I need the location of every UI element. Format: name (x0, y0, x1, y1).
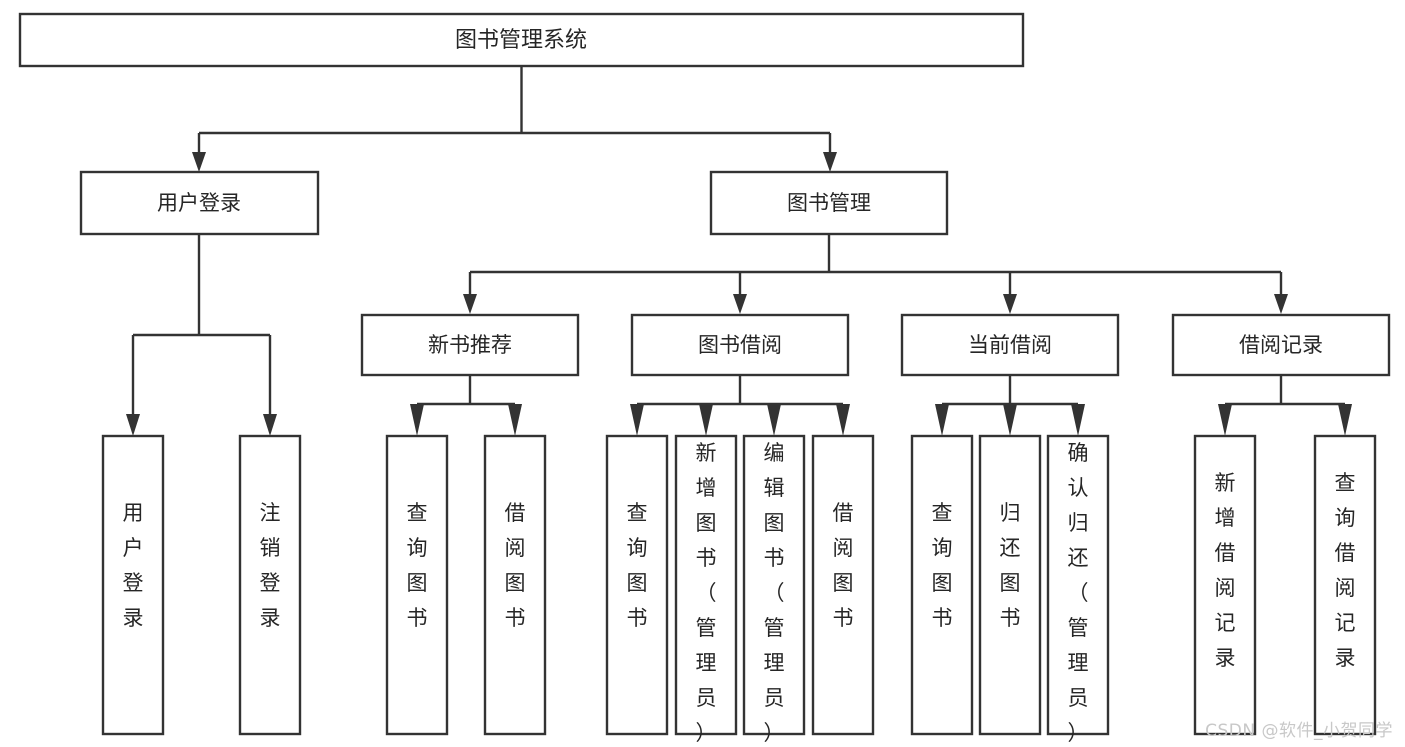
leaf-borrow-query-book[interactable]: 查询图书 (605, 434, 669, 736)
node-root-label: 图书管理系统 (455, 28, 587, 53)
leaf-borrow-borrow-book[interactable]: 借阅图书 (811, 434, 875, 736)
leaf-current-return-book[interactable]: 归还图书 (978, 434, 1042, 736)
connector-userlogin-to-leaves (126, 234, 277, 436)
leaf-borrow-add-book-label: 新增图书（管理员） (696, 441, 717, 745)
leaf-current-query-book-label: 查询图书 (932, 501, 953, 630)
node-book-borrow-label: 图书借阅 (698, 333, 782, 357)
leaf-borrow-query-book-label: 查询图书 (627, 501, 648, 630)
leaf-user-login-query[interactable]: 用户登录 (101, 434, 165, 736)
leaf-recommend-borrow-book-label: 借阅图书 (505, 501, 526, 630)
node-borrow-record-label: 借阅记录 (1239, 333, 1323, 357)
node-new-book-recommend[interactable]: 新书推荐 (360, 313, 580, 377)
connector-root-to-level1 (192, 66, 837, 172)
node-root[interactable]: 图书管理系统 (18, 12, 1025, 68)
node-book-management-label: 图书管理 (787, 191, 871, 215)
connector-newbook-to-leaves (410, 375, 522, 436)
leaf-borrow-edit-book[interactable]: 编辑图书（管理员） (742, 434, 806, 745)
node-user-login-label: 用户登录 (157, 191, 241, 215)
leaf-record-query[interactable]: 查询借阅记录 (1313, 434, 1377, 736)
leaf-current-query-book[interactable]: 查询图书 (910, 434, 974, 736)
leaf-borrow-edit-book-label: 编辑图书（管理员） (764, 441, 785, 745)
leaf-record-add-label: 新增借阅记录 (1215, 471, 1236, 670)
node-borrow-record[interactable]: 借阅记录 (1171, 313, 1391, 377)
node-user-login[interactable]: 用户登录 (79, 170, 320, 236)
leaf-recommend-query-book-label: 查询图书 (407, 501, 428, 630)
node-book-borrow[interactable]: 图书借阅 (630, 313, 850, 377)
leaf-current-confirm-return-label: 确认归还（管理员） (1068, 441, 1089, 745)
node-current-borrow-label: 当前借阅 (968, 333, 1052, 357)
connector-level1-book-to-level2 (463, 233, 1288, 314)
leaf-user-logout-label: 注销登录 (260, 501, 281, 630)
leaf-current-return-book-label: 归还图书 (1000, 501, 1021, 630)
leaf-borrow-borrow-book-label: 借阅图书 (833, 501, 854, 630)
leaf-current-confirm-return[interactable]: 确认归还（管理员） (1046, 434, 1110, 745)
node-new-book-recommend-label: 新书推荐 (428, 333, 512, 357)
leaf-recommend-query-book[interactable]: 查询图书 (385, 434, 449, 736)
node-book-management[interactable]: 图书管理 (709, 170, 949, 236)
connector-bookborrow-to-leaves (630, 375, 850, 436)
leaf-record-add[interactable]: 新增借阅记录 (1193, 434, 1257, 736)
leaf-user-login-query-label: 用户登录 (123, 501, 144, 630)
leaf-user-logout[interactable]: 注销登录 (238, 434, 302, 736)
leaf-borrow-add-book[interactable]: 新增图书（管理员） (674, 434, 738, 745)
connector-borrowrecord-to-leaves (1218, 375, 1352, 436)
leaf-record-query-label: 查询借阅记录 (1335, 471, 1356, 670)
node-current-borrow[interactable]: 当前借阅 (900, 313, 1120, 377)
connector-currentborrow-to-leaves (935, 375, 1085, 436)
leaf-recommend-borrow-book[interactable]: 借阅图书 (483, 434, 547, 736)
